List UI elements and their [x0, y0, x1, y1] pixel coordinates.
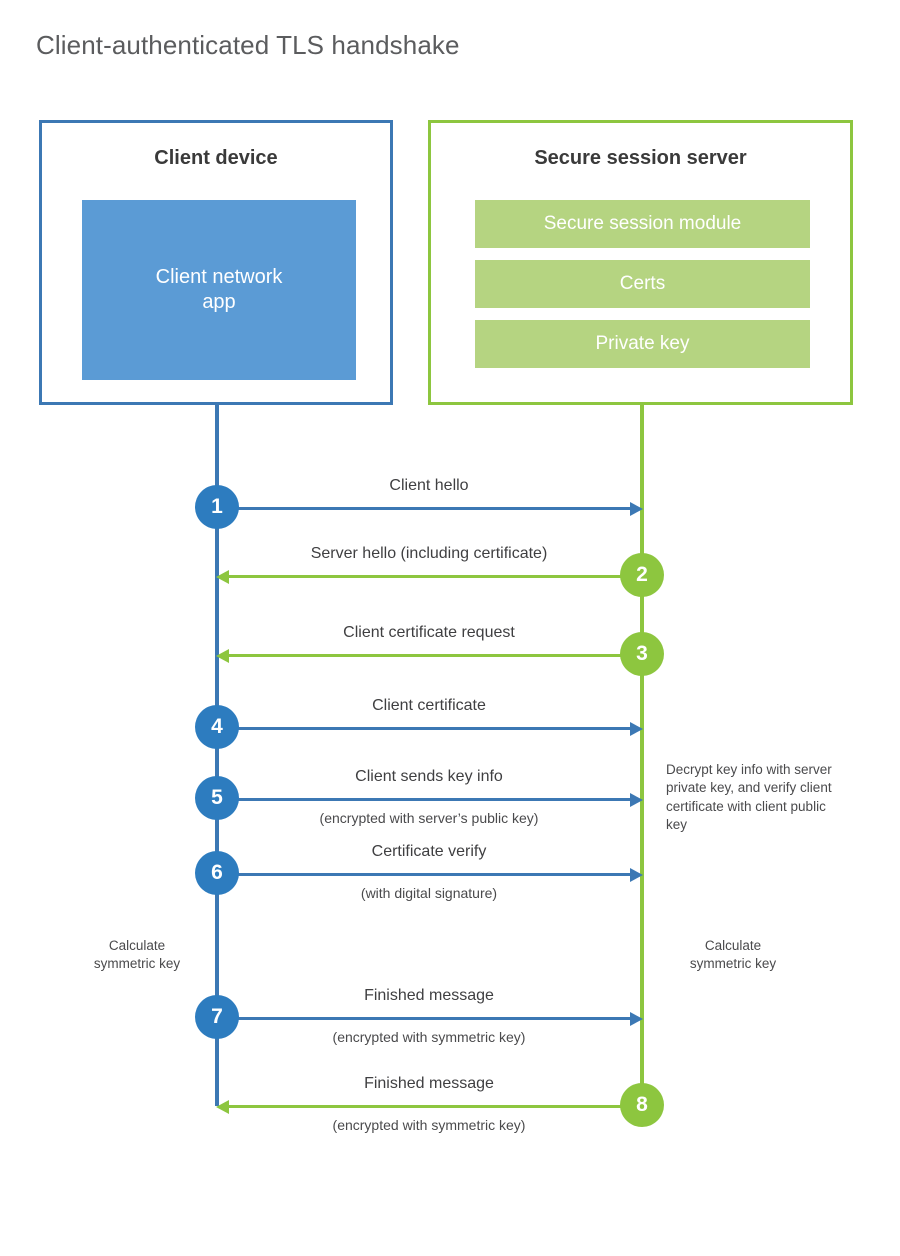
message-step-2-line [227, 575, 642, 578]
arrow-right-icon [630, 867, 643, 882]
message-step-5-label: Client sends key info [355, 768, 503, 785]
client-lifeline [215, 403, 219, 1106]
client-device-title: Client device [154, 147, 278, 169]
server-module-certs: Certs [475, 260, 810, 308]
message-step-7-label: Finished message [364, 987, 494, 1004]
page-title: Client-authenticated TLS handshake [36, 30, 460, 60]
arrow-left-icon [216, 648, 229, 663]
message-step-4-line [217, 727, 632, 730]
arrow-right-icon [630, 721, 643, 736]
arrow-right-icon [630, 792, 643, 807]
server-module-secure-session-module: Secure session module [475, 200, 810, 248]
message-step-6-label: Certificate verify [371, 843, 487, 860]
message-step-7-line [217, 1017, 632, 1020]
message-step-1-label: Client hello [389, 477, 469, 494]
step-badge-7: 7 [195, 995, 239, 1039]
server-lifeline [640, 403, 644, 1106]
step-badge-6: 6 [195, 851, 239, 895]
arrow-right-icon [630, 1011, 643, 1026]
arrow-right-icon [630, 501, 643, 516]
message-step-5-line [217, 798, 632, 801]
annotation-server-calculate-symmetric-key: Calculate symmetric key [689, 938, 777, 972]
message-step-2-label: Server hello (including certificate) [310, 545, 548, 562]
secure-session-server-title: Secure session server [534, 147, 747, 169]
annotation-server-decrypt: Decrypt key info with server private key… [666, 762, 832, 833]
server-module-list: Secure session module Certs Private key [475, 200, 810, 368]
step-badge-3: 3 [620, 632, 664, 676]
message-step-1-line [217, 507, 632, 510]
arrow-left-icon [216, 569, 229, 584]
step-badge-5: 5 [195, 776, 239, 820]
message-step-8-label: Finished message [364, 1075, 494, 1092]
annotation-client-calculate-symmetric-key: Calculate symmetric key [93, 938, 181, 972]
message-step-6-line [217, 873, 632, 876]
step-badge-1: 1 [195, 485, 239, 529]
message-step-6-sublabel: (with digital signature) [360, 885, 498, 901]
message-step-3-label: Client certificate request [343, 624, 515, 641]
step-badge-4: 4 [195, 705, 239, 749]
arrow-left-icon [216, 1099, 229, 1114]
secure-session-server-box: Secure session server Secure session mod… [428, 120, 853, 405]
message-step-8-sublabel: (encrypted with symmetric key) [332, 1117, 526, 1133]
message-step-8-line [227, 1105, 642, 1108]
step-badge-8: 8 [620, 1083, 664, 1127]
message-step-4-label: Client certificate [372, 697, 486, 714]
server-module-private-key: Private key [475, 320, 810, 368]
step-badge-2: 2 [620, 553, 664, 597]
message-step-3-line [227, 654, 642, 657]
message-step-5-sublabel: (encrypted with server’s public key) [319, 810, 539, 826]
message-step-7-sublabel: (encrypted with symmetric key) [332, 1029, 526, 1045]
